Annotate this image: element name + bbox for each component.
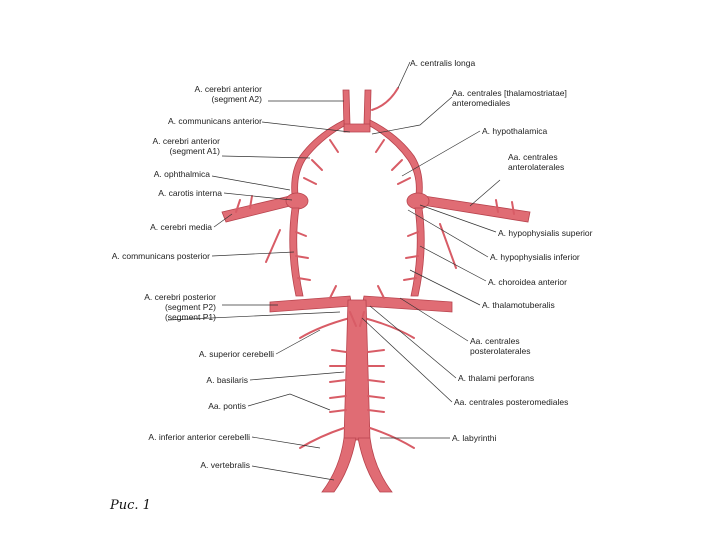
figure-caption: Рис. 1 <box>110 498 151 513</box>
aica-right <box>369 427 415 449</box>
label-line: Aa. centrales <box>470 336 520 346</box>
carotis-interna-right <box>406 192 430 210</box>
posterior-communicating-right <box>410 207 425 297</box>
label-line: Aa. centrales posteromediales <box>454 397 569 407</box>
label-line: A. centralis longa <box>410 58 476 68</box>
basilar-artery <box>343 299 371 441</box>
label-line: anteromediales <box>452 98 511 108</box>
label-choroidea-anterior: A. choroidea anterior <box>488 277 567 287</box>
label-line: A. cerebri anterior <box>152 136 220 146</box>
label-centralis-longa: A. centralis longa <box>410 58 475 68</box>
superior-cerebellar-left <box>299 317 351 339</box>
label-line: A. ophthalmica <box>153 169 210 179</box>
pontine-branches <box>329 349 385 413</box>
label-line: Aa. centrales <box>508 152 558 162</box>
label-centrales-anterolaterales: Aa. centrales anterolaterales <box>508 152 564 172</box>
label-line: Aa. pontis <box>208 401 246 411</box>
label-vertebralis: A. vertebralis <box>180 460 250 470</box>
label-line: A. thalami perforans <box>458 373 535 383</box>
label-line: posterolaterales <box>470 346 531 356</box>
posterior-cerebral-right <box>361 295 453 313</box>
label-communicans-posterior: A. communicans posterior <box>90 251 210 261</box>
label-line: (segment P2) <box>164 302 216 312</box>
central-perforators <box>235 139 515 327</box>
label-line: A. choroidea anterior <box>488 277 567 287</box>
label-line: A. carotis interna <box>158 188 222 198</box>
label-line: A. superior cerebelli <box>198 349 274 359</box>
label-line: Aa. centrales [thalamostriatae] <box>452 88 567 98</box>
label-inferior-anterior-cerebelli: A. inferior anterior cerebelli <box>110 432 250 442</box>
label-line: A. labyrinthi <box>452 433 497 443</box>
label-thalamotuberalis: A. thalamotuberalis <box>482 300 555 310</box>
label-line: A. communicans anterior <box>167 116 262 126</box>
label-hypophysialis-inferior: A. hypophysialis inferior <box>490 252 580 262</box>
label-line: A. hypothalamica <box>482 126 548 136</box>
label-hypophysialis-superior: A. hypophysialis superior <box>498 228 593 238</box>
label-cerebri-anterior-a1: A. cerebri anterior (segment A1) <box>120 136 220 156</box>
label-line: A. cerebri anterior <box>194 84 262 94</box>
label-labyrinthi: A. labyrinthi <box>452 433 496 443</box>
superior-cerebellar-right <box>363 317 415 339</box>
label-line: (segment A2) <box>211 94 262 104</box>
label-line: A. vertebralis <box>200 460 250 470</box>
vertebral-left <box>321 437 357 493</box>
label-line: A. cerebri posterior <box>144 292 216 302</box>
label-cerebri-media: A. cerebri media <box>100 222 212 232</box>
label-centrales-anteromediales: Aa. centrales [thalamostriatae] anterome… <box>452 88 567 108</box>
label-line: A. basilaris <box>206 375 248 385</box>
anterior-cerebral-a1-right <box>369 119 423 196</box>
label-line: A. cerebri media <box>150 222 212 232</box>
aica-left <box>299 427 345 449</box>
carotis-interna-left <box>285 192 309 210</box>
posterior-cerebral-left <box>269 295 353 313</box>
anterior-communicating-artery <box>343 123 371 133</box>
label-cerebri-posterior: A. cerebri posterior (segment P2) (segme… <box>96 292 216 322</box>
label-pontis: Aa. pontis <box>186 401 246 411</box>
label-line: A. communicans posterior <box>111 251 210 261</box>
label-centrales-posterolaterales: Aa. centrales posterolaterales <box>470 336 530 356</box>
label-line: A. hypophysialis inferior <box>490 252 580 262</box>
centralis-longa-branch <box>371 87 399 111</box>
label-line: A. hypophysialis superior <box>498 228 593 238</box>
label-communicans-anterior: A. communicans anterior <box>140 116 262 126</box>
label-thalami-perforans: A. thalami perforans <box>458 373 534 383</box>
posterior-communicating-left <box>289 207 304 297</box>
label-hypothalamica: A. hypothalamica <box>482 126 547 136</box>
label-line: (segment P1) <box>164 312 216 322</box>
leader-lines <box>167 61 501 481</box>
label-superior-cerebelli: A. superior cerebelli <box>150 349 274 359</box>
label-cerebri-anterior-a2: A. cerebri anterior (segment A2) <box>170 84 262 104</box>
label-line: A. thalamotuberalis <box>482 300 555 310</box>
label-ophthalmica: A. ophthalmica <box>120 169 210 179</box>
vertebral-right <box>357 437 393 493</box>
label-line: A. inferior anterior cerebelli <box>148 432 250 442</box>
label-line: anterolaterales <box>508 162 565 172</box>
label-carotis-interna: A. carotis interna <box>120 188 222 198</box>
label-line: (segment A1) <box>169 146 220 156</box>
label-basilaris: A. basilaris <box>180 375 248 385</box>
label-centrales-posteromediales: Aa. centrales posteromediales <box>454 397 568 407</box>
